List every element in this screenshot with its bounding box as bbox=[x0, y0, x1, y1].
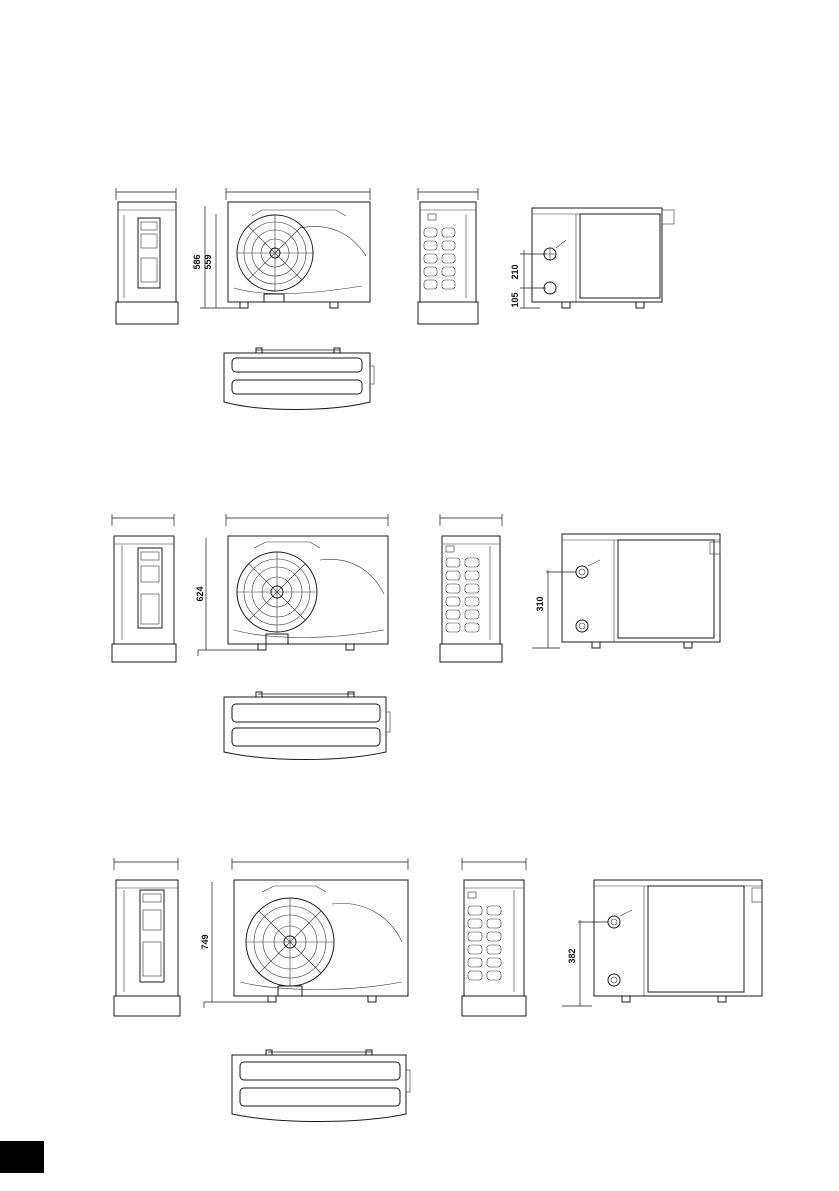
model-1-top-view bbox=[224, 348, 374, 410]
model-1-group: 586 559 bbox=[116, 188, 674, 410]
page-tab-marker bbox=[0, 1141, 44, 1173]
model-1-right-view bbox=[418, 188, 478, 324]
model-1-side-label-b: 105 bbox=[510, 292, 520, 307]
model-2-front-view: 624 bbox=[195, 514, 388, 656]
model-2-top-view bbox=[224, 692, 390, 760]
model-1-height-label-b: 559 bbox=[203, 254, 213, 269]
model-3-group: 749 bbox=[114, 858, 762, 1122]
model-1-side-view: 210 105 bbox=[510, 208, 674, 308]
model-1-left-view bbox=[116, 188, 178, 324]
model-3-side-view: 382 bbox=[562, 880, 762, 1006]
model-2-side-view: 310 bbox=[532, 534, 720, 648]
model-2-group: 624 bbox=[112, 514, 720, 760]
model-1-front-view: 586 559 bbox=[192, 188, 370, 308]
model-2-right-view bbox=[440, 514, 502, 662]
model-1-side-label-a: 210 bbox=[510, 264, 520, 279]
model-2-side-label: 310 bbox=[535, 596, 545, 611]
model-3-left-view bbox=[114, 858, 180, 1016]
model-1-height-label-a: 586 bbox=[192, 254, 202, 269]
model-3-front-view: 749 bbox=[200, 858, 408, 1008]
model-3-height-label: 749 bbox=[200, 934, 210, 949]
model-3-side-label: 382 bbox=[567, 948, 577, 963]
model-3-right-view bbox=[462, 858, 526, 1016]
model-2-height-label: 624 bbox=[195, 586, 205, 601]
model-2-left-view bbox=[112, 514, 176, 662]
model-3-top-view bbox=[232, 1050, 410, 1122]
